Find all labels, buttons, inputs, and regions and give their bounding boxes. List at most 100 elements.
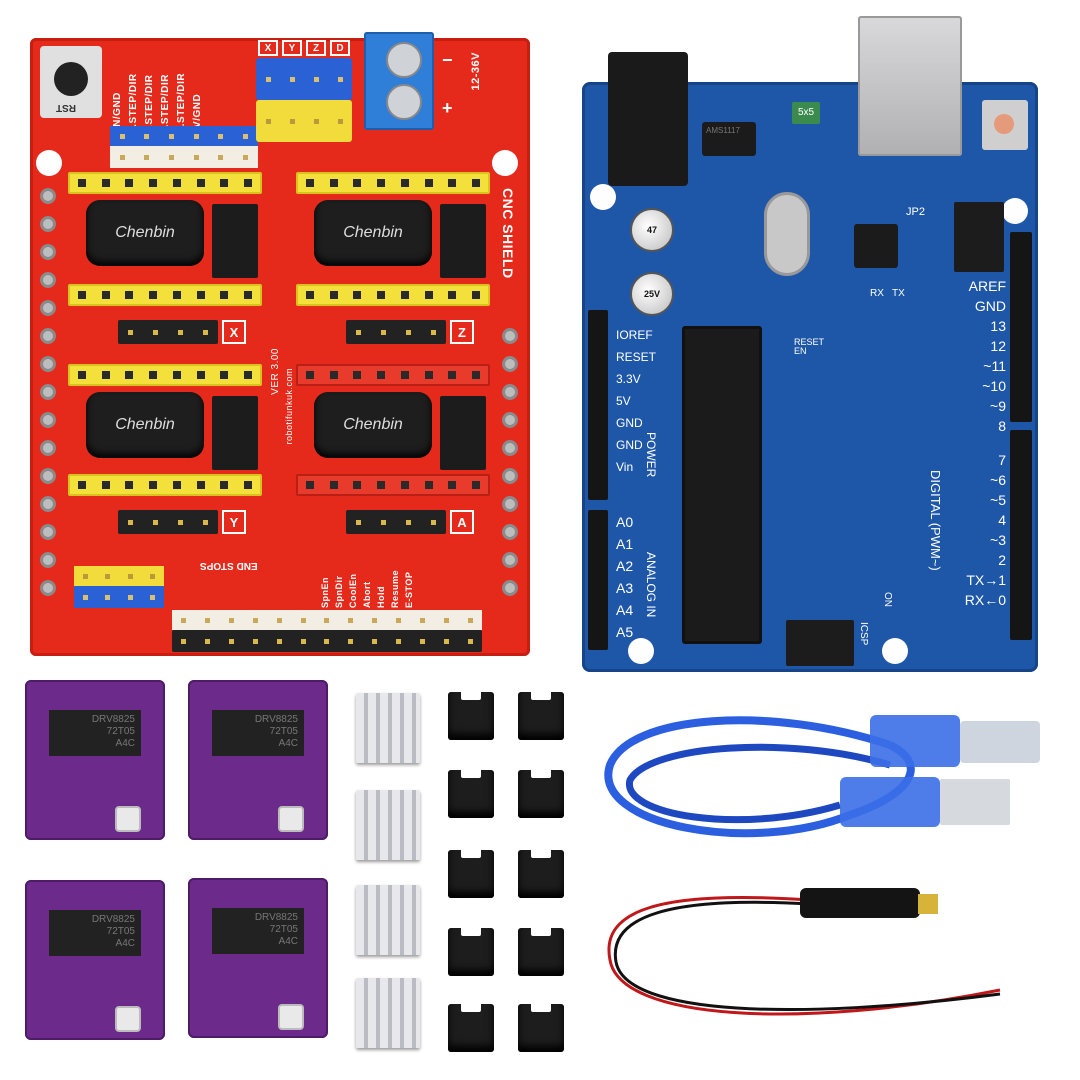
power-title: POWER [644,432,658,478]
pin-2: 2 [998,552,1006,568]
jumper-cap [518,692,564,740]
microstep-jumpers [212,396,258,470]
label-resume: Resume [390,569,400,608]
mounting-hole [36,150,62,176]
pin-vin: Vin [616,460,634,474]
clone-blue-jumpers [256,58,352,100]
socket-header-a-bottom [296,474,490,496]
current-potentiometer [115,806,141,832]
jumper-cap [448,770,494,818]
pin-9: ~9 [990,398,1006,414]
microstep-jumpers [440,204,486,278]
pin-a4: A4 [616,602,634,618]
serial-blue-header [74,586,164,608]
socket-header-x-top [68,172,262,194]
label-5v-gnd: 5V/GND [192,93,203,134]
socket-header-y-top [68,364,262,386]
clone-yellow-jumpers [256,100,352,142]
power-pin-labels: IOREF RESET 3.3V 5V GND GND Vin [616,328,656,474]
stepper-pins-z [346,320,446,344]
endstop-white-header [172,610,482,630]
power-header [588,310,608,500]
capacitor: Chenbin [314,392,432,458]
usb-cable [604,715,1040,838]
board-name: CNC SHIELD [500,188,516,279]
mounting-hole [492,150,518,176]
pin-1: TX→1 [966,572,1006,588]
pin-reset: RESET [616,350,657,364]
power-screw-terminal [364,32,434,130]
analog-header [588,510,608,650]
current-potentiometer [115,1006,141,1032]
capacitor: Chenbin [314,200,432,266]
icsp-label: ICSP [858,622,869,646]
pin-3v3: 3.3V [616,372,641,386]
stepper-pins-x [118,320,218,344]
label-y-step-dir: Y.STEP/DIR [144,74,155,134]
pin-12: 12 [990,338,1006,354]
microstep-jumpers [212,204,258,278]
electrolytic-capacitor: 25V [630,272,674,316]
current-potentiometer [278,806,304,832]
power-minus-label: − [442,50,453,70]
microstep-jumpers [440,396,486,470]
power-voltage-label: 12-36V [470,52,482,91]
analog-pin-labels: A0 A1 A2 A3 A4 A5 [616,514,633,640]
clone-z: Z [306,40,326,56]
jumper-cap [518,928,564,976]
fuse: 5x5 [792,102,820,124]
clone-y: Y [282,40,302,56]
analog-title: ANALOG IN [644,552,658,618]
white-pin-header [110,146,258,168]
pin-gnd: GND [616,416,643,430]
pin-ioref: IOREF [616,328,653,342]
pin-4: 4 [998,512,1006,528]
icsp-header [786,620,854,666]
on-led-label: ON [882,592,893,607]
voltage-regulator: AMS1117 [702,122,756,156]
axis-label-y: Y [222,510,246,534]
usb-b-port [858,16,962,156]
usb-serial-chip [854,224,898,268]
pin-13: 13 [990,318,1006,334]
pin-5: ~5 [990,492,1006,508]
stepper-pins-a [346,510,446,534]
end-stops-label: END STOPS [200,560,258,571]
pin-7: 7 [998,452,1006,468]
socket-header-y-bottom [68,474,262,496]
digital-pin-labels: AREF GND 13 12 ~11 ~10 ~9 8 7 ~6 ~5 4 ~3… [946,278,1006,608]
left-side-pins [40,188,56,596]
axis-label-x: X [222,320,246,344]
mounting-hole [1002,198,1028,224]
pin-a5: A5 [616,624,634,640]
label-en-gnd: EN/GND [112,92,123,134]
pin-a2: A2 [616,558,634,574]
pin-3: ~3 [990,532,1006,548]
clone-d: D [330,40,350,56]
capacitor: Chenbin [86,200,204,266]
jumper-cap [518,1004,564,1052]
socket-header-z-bottom [296,284,490,306]
pin-gnd: GND [616,438,643,452]
label-coolen: CoolEn [348,573,358,609]
serial-yellow-header [74,566,164,586]
jumper-cap [518,850,564,898]
label-spndir: SpnDir [334,575,344,608]
atmega328p-chip [682,326,762,644]
version-label: VER 3.00 [270,348,281,395]
dc-power-cable [607,888,1001,1016]
label-a-step-dir: A.STEP/DIR [176,72,187,134]
socket-header-x-bottom [68,284,262,306]
jumper-cap [448,928,494,976]
digital-header-bottom [1010,430,1032,640]
mounting-hole [628,638,654,664]
current-potentiometer [278,1004,304,1030]
tx-led-label: TX [892,288,905,299]
jp2-label: JP2 [906,206,925,218]
pin-0: RX←0 [964,592,1006,608]
